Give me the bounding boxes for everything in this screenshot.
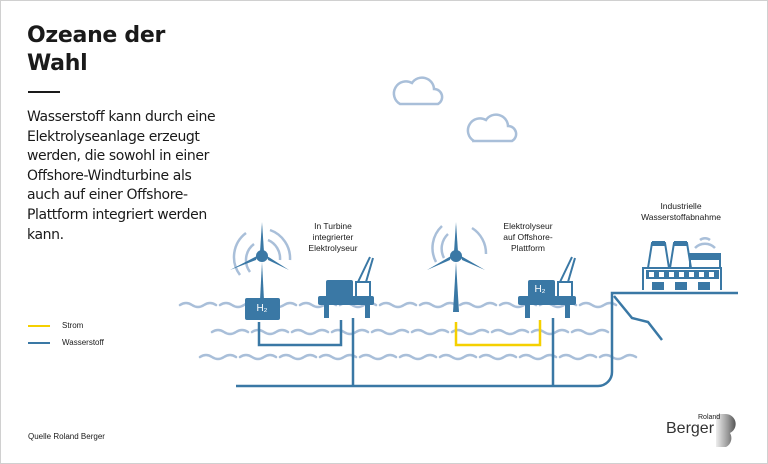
wave <box>558 353 598 361</box>
wave <box>530 328 570 336</box>
wave <box>290 328 330 336</box>
platform-1 <box>318 256 374 318</box>
cloud-icon <box>392 76 518 143</box>
wave <box>318 353 358 361</box>
wave <box>178 301 218 309</box>
legend-strom: Strom <box>28 321 83 330</box>
wave <box>378 301 418 309</box>
wind-turbine-2 <box>427 222 485 312</box>
wave <box>370 328 410 336</box>
wave <box>398 353 438 361</box>
wave <box>238 353 278 361</box>
cliff-crack <box>613 295 663 341</box>
wave <box>210 328 250 336</box>
wave <box>250 328 290 336</box>
wave <box>578 301 618 309</box>
hydrogen-pipe <box>257 320 343 347</box>
factory-icon <box>642 241 722 290</box>
h2-label-platform: H₂ <box>534 284 546 295</box>
legend-wasserstoff: Wasserstoff <box>28 338 104 347</box>
wave <box>330 328 370 336</box>
wave <box>410 328 450 336</box>
source: Quelle Roland Berger <box>28 432 105 441</box>
wave <box>358 353 398 361</box>
hydrogen-pipeline <box>236 291 738 388</box>
power-cable <box>454 320 542 347</box>
wave <box>458 301 498 309</box>
signal-arcs <box>232 225 716 276</box>
wave <box>490 328 530 336</box>
description: Wasserstoff kann durch eine Elektrolysea… <box>27 109 216 243</box>
wave <box>478 353 518 361</box>
title-rule <box>28 91 60 93</box>
logo-mark <box>716 414 736 447</box>
wave <box>570 328 610 336</box>
legend-swatch-blue <box>28 341 50 344</box>
wave <box>598 353 638 361</box>
legend-swatch-yellow <box>28 324 50 327</box>
wave <box>438 353 478 361</box>
wave <box>518 353 558 361</box>
wave <box>198 353 238 361</box>
wave <box>418 301 458 309</box>
h2-label-turbine: H₂ <box>256 303 268 314</box>
wave <box>450 328 490 336</box>
platform-2 <box>518 256 576 318</box>
wave <box>278 353 318 361</box>
wind-turbine-1 <box>230 222 289 320</box>
